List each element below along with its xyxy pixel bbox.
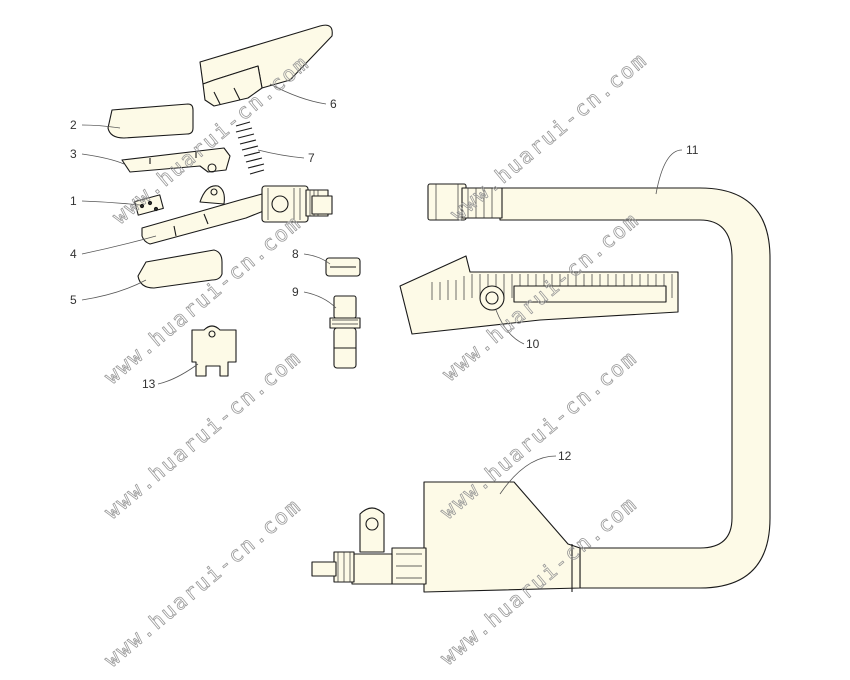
part-5-lower-cover [137, 249, 223, 289]
callout-11: 11 [686, 143, 699, 157]
watermark-text: www.huarui-cn.com [100, 493, 306, 671]
part-10-gun-body [399, 255, 679, 335]
part-9-nipple [329, 295, 361, 369]
part-13-clip [191, 325, 237, 377]
part-8-nut [325, 257, 361, 277]
callout-7: 7 [308, 151, 315, 165]
part-3-plate [121, 147, 231, 173]
callout-1: 1 [70, 194, 77, 208]
callouts: 2 3 1 4 5 6 7 8 9 10 11 12 13 [70, 83, 699, 495]
part-12-handle [311, 481, 581, 593]
callout-5: 5 [70, 293, 77, 307]
callout-10: 10 [526, 337, 540, 351]
callout-6: 6 [330, 97, 337, 111]
callout-9: 9 [292, 285, 299, 299]
callout-3: 3 [70, 147, 77, 161]
callout-8: 8 [292, 247, 299, 261]
part-7-spring [235, 121, 265, 175]
part-2-cap [107, 103, 194, 139]
callout-12: 12 [558, 449, 572, 463]
part-1-pin-block [134, 194, 164, 216]
callout-4: 4 [70, 247, 77, 261]
callout-2: 2 [70, 118, 77, 132]
callout-13: 13 [142, 377, 156, 391]
part-4-valve-lever [141, 185, 333, 245]
part-11-hose [427, 183, 771, 589]
part-6-trigger-lever [199, 24, 333, 107]
